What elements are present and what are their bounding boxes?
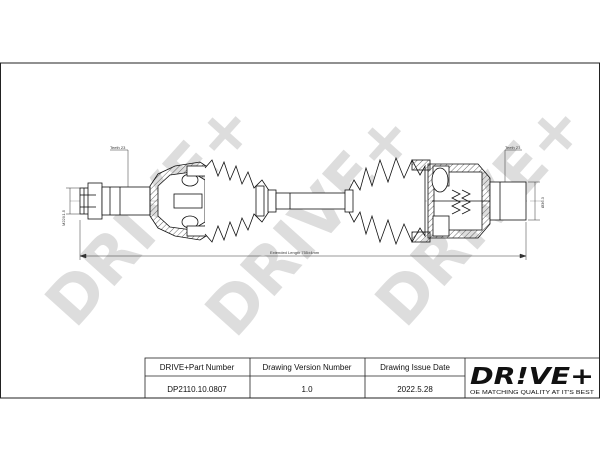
header-issue-date: Drawing Issue Date bbox=[380, 363, 450, 372]
header-part-number: DRIVE+Part Number bbox=[160, 363, 235, 372]
logo-tagline: OE MATCHING QUALITY AT IT'S BEST bbox=[470, 390, 594, 396]
left-threaded-stub bbox=[79, 182, 103, 220]
spline-left-leader bbox=[110, 149, 129, 187]
title-block bbox=[144, 357, 600, 399]
diameter-label: Ø36.3 bbox=[540, 196, 545, 208]
main-shaft bbox=[275, 192, 349, 210]
outer-cv-joint bbox=[149, 161, 213, 241]
length-label: Extended Length 755±4mm bbox=[270, 250, 320, 255]
drive-logo: DR!VE+ OE MATCHING QUALITY AT IT'S BEST bbox=[470, 364, 594, 396]
thread-label: M22X1.5 bbox=[61, 209, 66, 226]
spline-right-leader bbox=[504, 149, 522, 182]
logo-wordmark: DR!VE+ bbox=[470, 364, 594, 390]
value-part-number: DP2110.10.0807 bbox=[167, 385, 227, 394]
value-issue-date: 2022.5.28 bbox=[397, 385, 433, 394]
left-spline-shaft bbox=[101, 186, 151, 216]
spline-right-label: Teeth 23 bbox=[505, 145, 521, 150]
thread-dimension bbox=[66, 187, 80, 215]
length-dimension bbox=[79, 220, 527, 260]
drive-shaft bbox=[79, 156, 527, 246]
inner-cv-housing bbox=[427, 163, 491, 239]
right-stub-shaft bbox=[489, 181, 527, 221]
header-version: Drawing Version Number bbox=[263, 363, 352, 372]
spline-left-label: Teeth 23 bbox=[110, 145, 126, 150]
diameter-dimension bbox=[528, 181, 540, 221]
value-version: 1.0 bbox=[301, 385, 313, 394]
